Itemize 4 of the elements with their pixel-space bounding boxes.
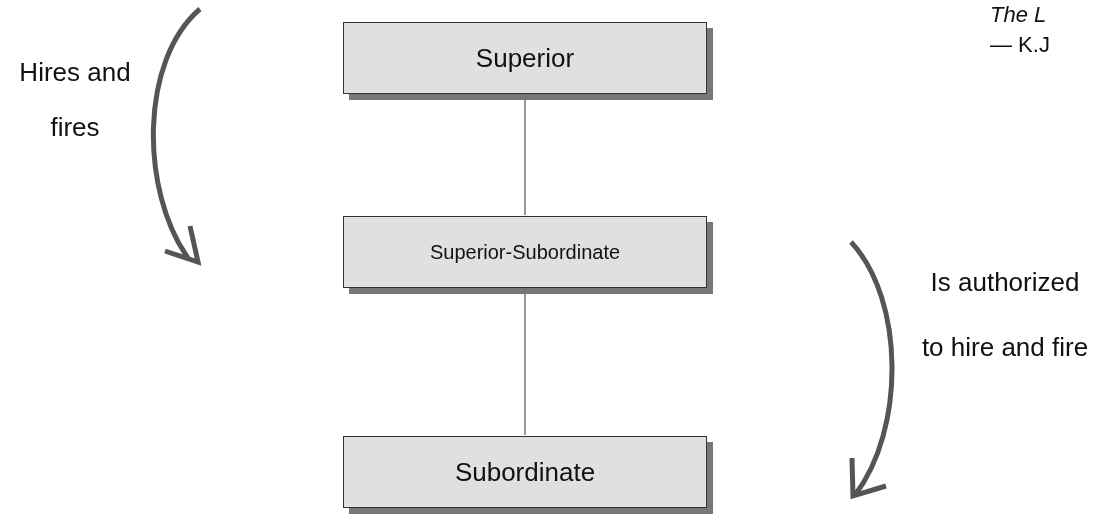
annotation-text: Hires and fires [18, 56, 132, 144]
annotation-text: Is authorized to hire and fire [920, 266, 1090, 364]
attribution-text: — K.J [990, 31, 1051, 59]
quote-text: The L [990, 1, 1048, 29]
